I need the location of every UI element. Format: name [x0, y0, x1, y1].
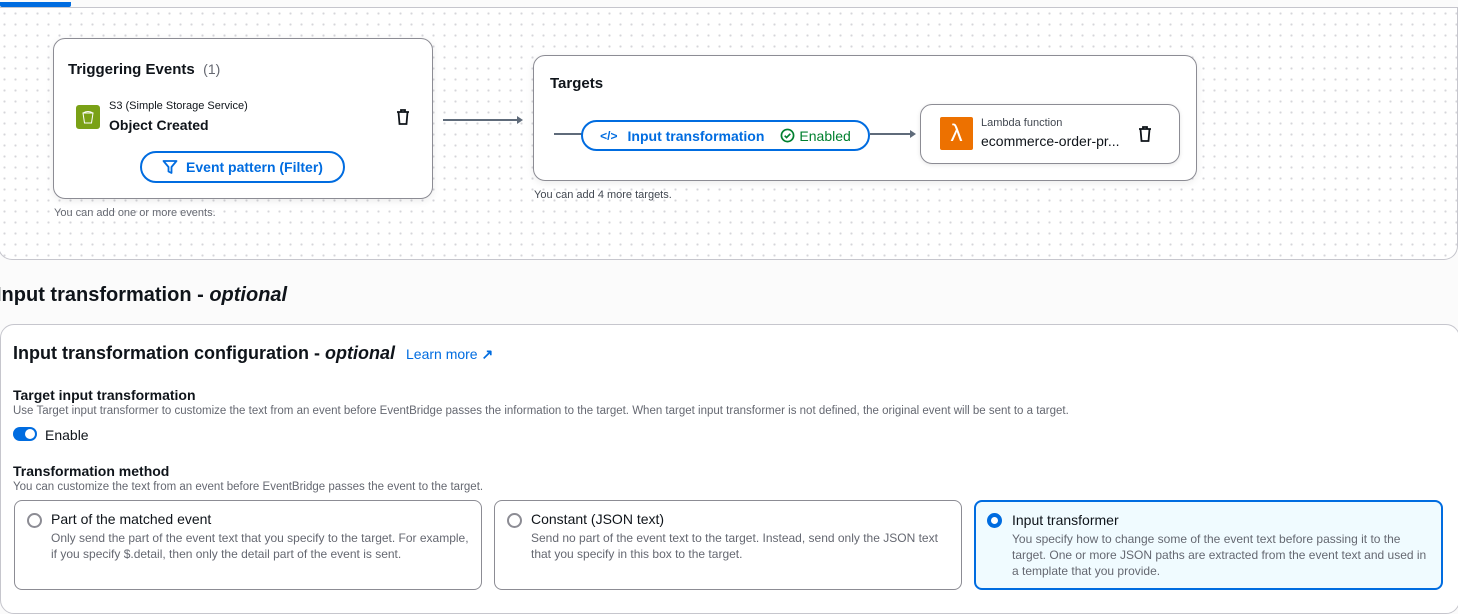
option-input-transformer[interactable]: Input transformer You specify how to cha…	[974, 500, 1443, 590]
method-desc: You can customize the text from an event…	[13, 481, 484, 493]
connector-arrow	[870, 133, 910, 135]
option-desc: You specify how to change some of the ev…	[1012, 532, 1427, 578]
option-desc: Send no part of the event text to the ta…	[531, 531, 938, 561]
triggering-events-title: Triggering Events	[68, 61, 195, 78]
status-label: Enabled	[799, 127, 851, 144]
transform-pill-label: Input transformation	[627, 127, 765, 144]
lambda-target-card[interactable]: λ Lambda function ecommerce-order-pr...	[920, 104, 1180, 164]
learn-more-link[interactable]: Learn more ↗	[406, 346, 494, 362]
lambda-icon: λ	[940, 117, 973, 150]
external-link-icon: ↗	[481, 346, 494, 362]
option-constant-json[interactable]: Constant (JSON text) Send no part of the…	[494, 500, 962, 590]
triggering-events-card: Triggering Events (1) S3 (Simple Storage…	[53, 38, 433, 199]
code-icon: </>	[600, 128, 618, 143]
config-title: Input transformation configuration - opt…	[13, 343, 494, 363]
event-pattern-filter-button[interactable]: Event pattern (Filter)	[140, 151, 345, 183]
option-part-of-matched-event[interactable]: Part of the matched event Only send the …	[14, 500, 482, 590]
delete-event-icon[interactable]	[396, 109, 410, 125]
target-name: ecommerce-order-pr...	[981, 133, 1120, 149]
event-source: S3 (Simple Storage Service)	[109, 100, 248, 112]
section-title: Input transformation - optional	[0, 284, 288, 306]
delete-target-icon[interactable]	[1138, 126, 1152, 142]
active-tab-indicator	[0, 2, 71, 7]
filter-button-label: Event pattern (Filter)	[186, 159, 323, 175]
status-badge: Enabled	[780, 127, 851, 144]
events-hint: You can add one or more events.	[54, 207, 216, 219]
divider	[0, 7, 1458, 8]
targets-card: Targets </> Input transformation Enabled…	[533, 55, 1197, 181]
s3-icon	[76, 105, 100, 129]
option-title: Constant (JSON text)	[531, 511, 665, 527]
check-circle-icon	[780, 128, 795, 143]
filter-icon	[162, 160, 178, 174]
event-count: (1)	[203, 61, 221, 77]
option-title: Part of the matched event	[51, 511, 212, 527]
target-input-desc: Use Target input transformer to customiz…	[13, 405, 1069, 417]
input-transformation-pill[interactable]: </> Input transformation Enabled	[581, 120, 870, 151]
targets-hint: You can add 4 more targets.	[534, 189, 672, 201]
radio-button[interactable]	[507, 513, 522, 528]
method-label: Transformation method	[13, 463, 170, 479]
targets-title: Targets	[550, 75, 604, 92]
arrowhead	[910, 130, 916, 138]
connector-line	[554, 133, 584, 135]
connector-arrow	[443, 119, 517, 121]
enable-toggle[interactable]	[13, 427, 37, 441]
radio-button[interactable]	[27, 513, 42, 528]
radio-button-selected[interactable]	[987, 513, 1002, 528]
event-name: Object Created	[109, 117, 209, 133]
option-desc: Only send the part of the event text tha…	[51, 531, 469, 561]
enable-label: Enable	[45, 427, 89, 443]
target-type: Lambda function	[981, 117, 1063, 129]
arrowhead	[517, 116, 523, 124]
option-title: Input transformer	[1012, 512, 1119, 528]
target-input-label: Target input transformation	[13, 387, 196, 403]
